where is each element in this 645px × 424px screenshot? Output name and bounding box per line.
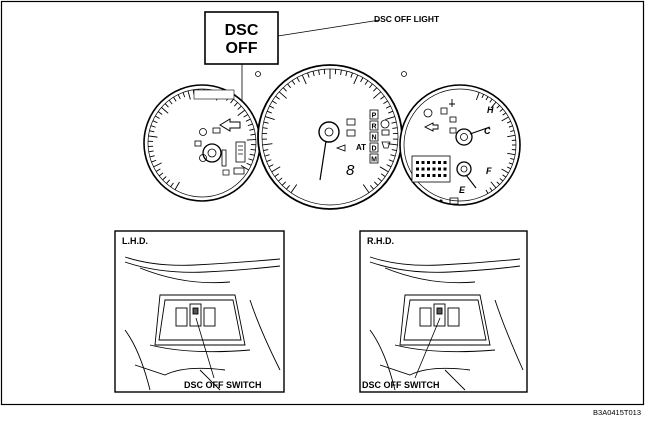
odometer-segment	[422, 161, 425, 164]
gear-letter: P	[372, 112, 377, 119]
gear-letter: M	[371, 156, 377, 163]
fuel-empty-label: E	[459, 185, 466, 195]
lhd-panel: L.H.D. DSC OFF SWITCH	[115, 231, 284, 392]
odometer-segment	[438, 174, 441, 177]
gear-letter: D	[371, 145, 376, 152]
odometer-segment	[438, 161, 441, 164]
odometer-segment	[416, 168, 419, 171]
temp-high-label: H	[487, 105, 494, 115]
lhd-title: L.H.D.	[122, 236, 148, 246]
dsc-light-leader	[278, 20, 380, 36]
gear-letter: N	[371, 134, 376, 141]
dsc-box-line1: DSC	[225, 22, 259, 39]
lhd-switch-label: DSC OFF SWITCH	[184, 380, 262, 390]
odometer-segment	[433, 174, 436, 177]
rhd-title: R.H.D.	[367, 236, 394, 246]
odometer-segment	[444, 174, 447, 177]
rhd-panel: R.H.D. DSC OFF SWITCH	[360, 231, 527, 392]
odometer-segment	[422, 168, 425, 171]
odometer-segment	[433, 168, 436, 171]
temp-cold-label: C	[484, 126, 491, 136]
tachometer-gauge	[144, 85, 260, 201]
odometer-segment	[422, 174, 425, 177]
figure-code: B3A0415T013	[593, 408, 641, 417]
odometer-segment	[433, 161, 436, 164]
gear-display-label: AT	[356, 143, 366, 152]
dsc-off-light-label: DSC OFF LIGHT	[374, 14, 440, 24]
dsc-off-warning-lamp	[236, 142, 245, 162]
odometer-segment	[427, 168, 430, 171]
odometer-segment	[416, 161, 419, 164]
rhd-switch-label: DSC OFF SWITCH	[362, 380, 440, 390]
fuel-full-label: F	[486, 166, 492, 176]
temp-fuel-gauge: H C F E	[400, 85, 520, 205]
dsc-box-line2: OFF	[226, 40, 258, 57]
odometer-segment	[444, 161, 447, 164]
odometer-segment	[444, 168, 447, 171]
gear-letter: R	[371, 123, 376, 130]
odometer-segment	[438, 168, 441, 171]
odometer-segment	[416, 174, 419, 177]
odometer-segment	[427, 161, 430, 164]
gear-digit: 8	[346, 162, 355, 179]
odometer-segment	[427, 174, 430, 177]
gauge-tick	[247, 139, 256, 140]
